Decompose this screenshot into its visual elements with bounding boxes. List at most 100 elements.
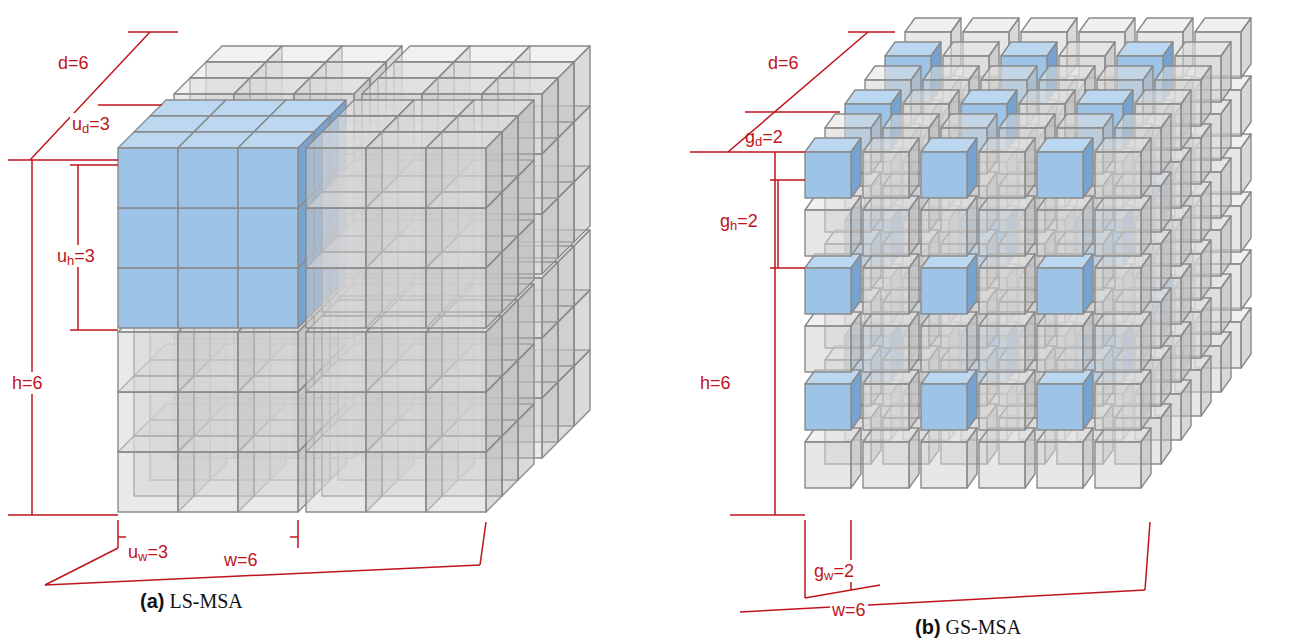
dimension-label: d=6 [58,52,89,74]
cube-face [851,312,861,372]
cube-face [1141,312,1151,372]
cube-face [1241,18,1251,78]
cube-face [863,442,909,488]
cube-face [1161,404,1171,464]
cube-face [909,196,919,256]
cube-face [1083,254,1093,314]
cube-face [1181,380,1191,440]
cube-face [1141,370,1151,430]
cube-face [1025,312,1035,372]
dimension-label: uw=3 [128,541,168,563]
tick [690,151,805,153]
cube-face [909,254,919,314]
cube-face [238,332,298,392]
cube-face [1083,138,1093,198]
cube-face [1221,332,1231,392]
cube-face [1025,254,1035,314]
tick [1145,522,1150,590]
cube-face [979,268,1025,314]
tick [8,159,118,161]
cube-face [863,326,909,372]
cube-face [967,138,977,198]
cube-face [967,196,977,256]
cube-face [1181,148,1191,208]
cube-face [909,370,919,430]
cube-face [1095,442,1141,488]
cube-face [238,452,298,512]
cube-face [178,392,238,452]
cube-face [979,384,1025,430]
cube-face [1181,206,1191,266]
cube-face [909,428,919,488]
cube-face [1241,250,1251,310]
cube-face [1221,100,1231,160]
cube-face [366,268,426,328]
cube-face [805,326,851,372]
cube-face [118,268,178,328]
cube-face [805,442,851,488]
cube-face [1201,124,1211,184]
cube-face [851,428,861,488]
cube-face [1221,158,1231,218]
tick [297,520,299,548]
cube-face [542,78,558,154]
width-line [290,536,298,538]
cube-face [1095,210,1141,256]
cube-face [979,326,1025,372]
cube-face [1201,298,1211,358]
cube-face [909,312,919,372]
cube-face [486,316,502,392]
cube-face [178,148,238,208]
cube-face [1221,274,1231,334]
cube-face [1241,76,1251,136]
cube-face [1161,346,1171,406]
cube-face [238,208,298,268]
dimension-label: h=6 [700,372,731,394]
dimension-label: w=6 [830,599,868,621]
cube-face [1095,268,1141,314]
cube-face [178,332,238,392]
tick [117,520,119,548]
cube-face [921,384,967,430]
cube-face [863,384,909,430]
cube-face [921,268,967,314]
cube-face [979,210,1025,256]
cube-face [118,208,178,268]
cube-face [967,428,977,488]
tick [770,179,805,181]
cube-face [426,332,486,392]
cube-face [366,332,426,392]
cube-face [851,138,861,198]
cube-face [426,268,486,328]
cube-face [1141,138,1151,198]
cube-face [486,132,502,208]
cube-face [426,148,486,208]
cube-face [366,452,426,512]
cube-face [1241,192,1251,252]
panel-caption: (b) GS-MSA [915,614,1021,640]
cube-face [921,326,967,372]
cube-face [1037,384,1083,430]
cube-face [1141,196,1151,256]
cube-face [366,148,426,208]
cube-face [967,254,977,314]
cube-face [1201,356,1211,416]
cube-face [805,268,851,314]
width-line [118,536,126,538]
tick [745,111,840,113]
tick [70,329,118,331]
cube-face [1095,326,1141,372]
width-line [805,585,880,598]
cube-face [1083,312,1093,372]
panel-caption: (a) LS-MSA [140,588,243,614]
cube-face [1083,370,1093,430]
cube-face [921,442,967,488]
dimension-label: gw=2 [812,560,856,582]
dimension-label: gh=2 [720,210,758,232]
cube-face [366,392,426,452]
cube-face [1201,66,1211,126]
tick [8,514,118,516]
